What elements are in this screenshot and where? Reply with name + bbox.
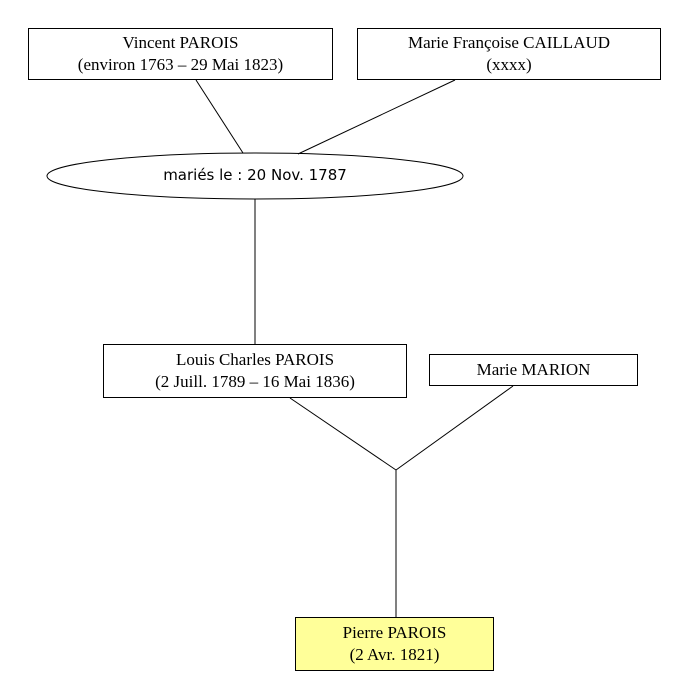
person-box-vincent-parois[interactable]: Vincent PAROIS (environ 1763 – 29 Mai 18… [28, 28, 333, 80]
person-name: Vincent PAROIS [122, 33, 239, 52]
marriage-label: mariés le : 20 Nov. 1787 [163, 166, 347, 184]
person-box-pierre-parois[interactable]: Pierre PAROIS (2 Avr. 1821) [295, 617, 494, 671]
person-name: Marie MARION [476, 360, 591, 379]
person-name: Louis Charles PAROIS [175, 350, 335, 369]
person-box-louis-charles-parois[interactable]: Louis Charles PAROIS (2 Juill. 1789 – 16… [103, 344, 407, 398]
connector-vincent-to-marriage [195, 79, 244, 154]
person-dates: (environ 1763 – 29 Mai 1823) [77, 55, 284, 74]
person-dates: (2 Juill. 1789 – 16 Mai 1836) [155, 372, 355, 391]
connector-louis-to-junction [289, 397, 397, 471]
person-dates: (xxxx) [486, 55, 532, 74]
person-box-marie-francoise-caillaud[interactable]: Marie Françoise CAILLAUD (xxxx) [357, 28, 661, 80]
person-dates: (2 Avr. 1821) [349, 645, 440, 664]
person-box-marie-marion[interactable]: Marie MARION [429, 354, 638, 386]
connector-marie-francoise-to-marriage [297, 79, 456, 155]
person-name: Pierre PAROIS [342, 623, 447, 642]
connector-marion-to-junction [395, 385, 514, 471]
person-name: Marie Françoise CAILLAUD [407, 33, 611, 52]
